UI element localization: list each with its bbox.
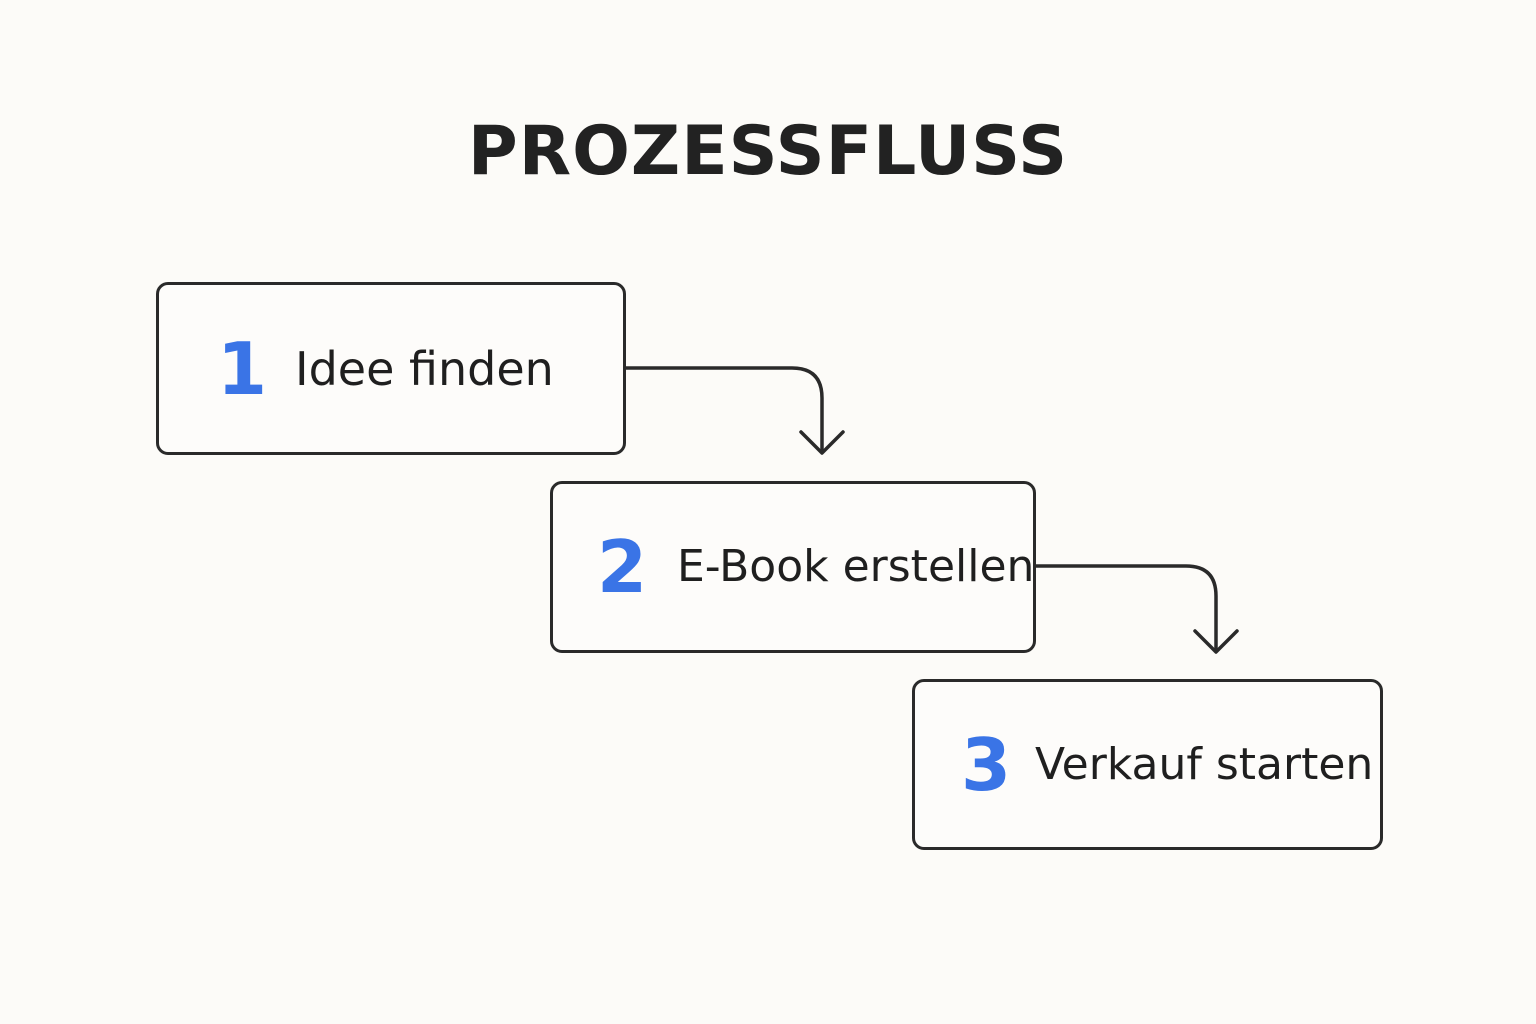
step-box-1: 1 Idee finden [156,282,626,455]
diagram-title: PROZESSFLUSS [467,112,1069,191]
connector-2-to-3 [1034,564,1239,654]
arrow-down-icon [799,430,845,455]
connector-line [1034,564,1218,653]
arrow-down-icon [1193,629,1239,654]
step-number: 1 [217,326,268,411]
step-label: E-Book erstellen [677,541,1035,592]
connector-line [624,366,824,454]
step-number: 2 [597,525,648,609]
step-number: 3 [961,722,1012,807]
step-label: Idee finden [295,341,554,396]
step-label: Verkauf starten [1035,738,1374,790]
connector-1-to-2 [624,366,845,455]
step-box-2: 2 E-Book erstellen [550,481,1036,653]
step-box-3: 3 Verkauf starten [912,679,1383,850]
